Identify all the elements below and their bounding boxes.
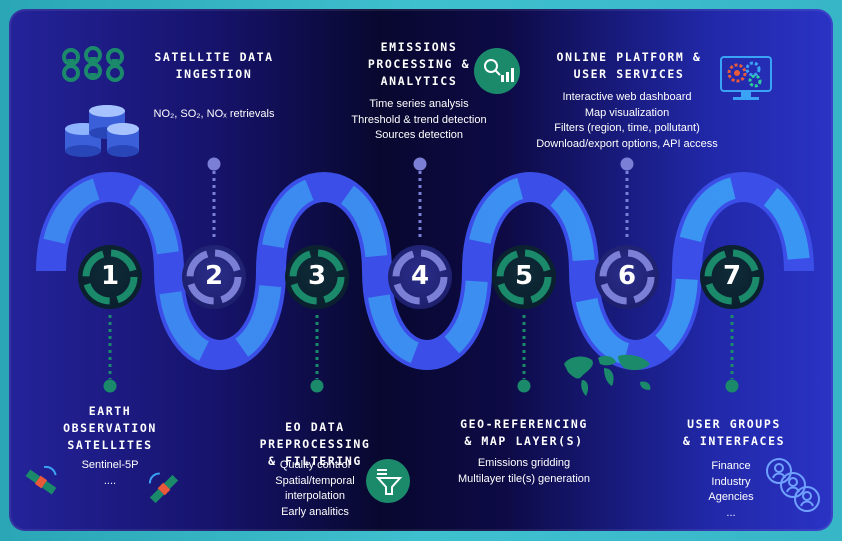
step-circle-1 <box>78 245 142 309</box>
step-circle-4 <box>388 245 452 309</box>
step-circle-7 <box>700 245 764 309</box>
process-wave <box>25 46 820 512</box>
step-number-7: 7 <box>722 261 742 291</box>
step-number-1: 1 <box>100 261 120 291</box>
step-circle-2 <box>182 245 246 309</box>
monitor-gears-icon <box>720 56 772 100</box>
world-map-icon <box>564 354 651 396</box>
step-circle-3 <box>285 245 349 309</box>
step-2-lines: NO₂, SO₂, NOₓ retrievals <box>153 108 275 120</box>
step-number-2: 2 <box>204 261 224 291</box>
step-number-3: 3 <box>307 261 327 291</box>
step-1-lines: Sentinel-5P.... <box>81 459 139 487</box>
step-number-4: 4 <box>410 261 430 291</box>
step-6-title: ONLINE PLATFORM &USER SERVICES <box>556 50 702 81</box>
step-number-6: 6 <box>617 261 637 291</box>
step-circles <box>78 245 764 309</box>
satellite-icon <box>25 465 57 495</box>
step-5-title: GEO-REFERENCING& MAP LAYER(S) <box>460 417 588 448</box>
step-circle-5 <box>492 245 556 309</box>
database-download-icon <box>62 46 139 157</box>
connectors <box>103 157 739 393</box>
filter-icon <box>366 459 410 503</box>
step-7-title: USER GROUPS& INTERFACES <box>682 417 786 448</box>
step-number-5: 5 <box>514 261 534 291</box>
users-icon <box>766 458 820 512</box>
satellite-icon-2 <box>148 472 179 504</box>
analytics-icon <box>474 48 520 94</box>
step-circle-6 <box>595 245 659 309</box>
